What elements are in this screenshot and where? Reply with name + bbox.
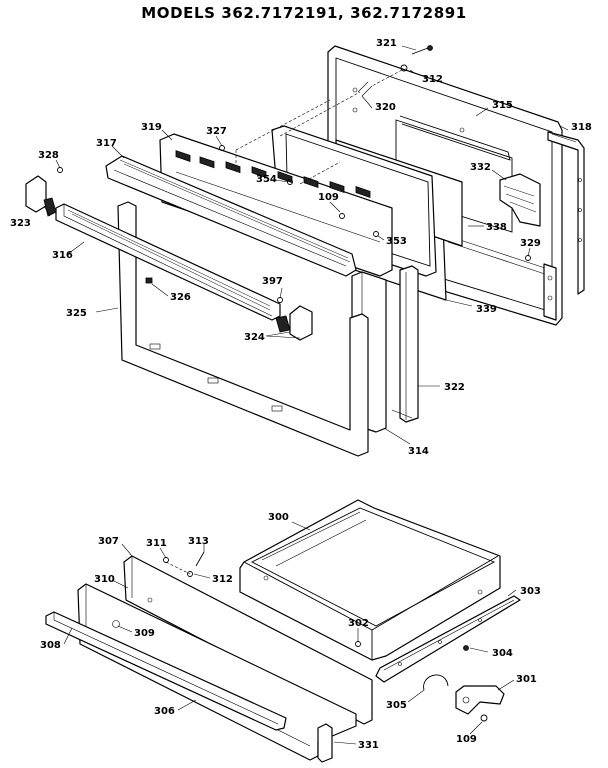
part-323-handle-end-cap	[25, 175, 57, 217]
part-301-roller-bracket	[455, 685, 505, 715]
label-109: 109	[318, 192, 339, 203]
label-306: 306	[154, 706, 175, 717]
part-322-hinge-channel	[391, 265, 419, 423]
part-305-wire-spring	[423, 674, 449, 691]
label-322: 322	[444, 382, 465, 393]
lower-assembly-lines	[165, 561, 191, 575]
label-318: 318	[571, 122, 592, 133]
label-328: 328	[38, 150, 59, 161]
label-313: 313	[188, 536, 209, 547]
label-109-lower: 109	[456, 734, 477, 745]
part-319-vent-panel	[159, 133, 393, 277]
label-309: 309	[134, 628, 155, 639]
label-317: 317	[96, 138, 117, 149]
label-305: 305	[386, 700, 407, 711]
label-397: 397	[262, 276, 283, 287]
diagram-title: MODELS 362.7172191, 362.7172891	[141, 4, 467, 22]
label-327: 327	[206, 126, 227, 137]
label-315: 315	[492, 100, 513, 111]
label-331: 331	[358, 740, 379, 751]
label-312: 312	[422, 74, 443, 85]
lower-fasteners	[163, 551, 488, 722]
upper-assembly-lines	[235, 69, 403, 185]
part-332-bracket	[499, 173, 541, 227]
label-307: 307	[98, 536, 119, 547]
label-324: 324	[244, 332, 265, 343]
label-311: 311	[146, 538, 167, 549]
upper-fasteners	[57, 45, 531, 303]
label-303: 303	[520, 586, 541, 597]
label-308: 308	[40, 640, 61, 651]
part-316-door-handle	[55, 203, 281, 321]
part-324-handle-end-cap	[275, 305, 313, 341]
label-353: 353	[386, 236, 407, 247]
label-310: 310	[94, 574, 115, 585]
label-312-lower: 312	[212, 574, 233, 585]
part-325-door-frame	[117, 201, 369, 457]
label-321: 321	[376, 38, 397, 49]
label-316: 316	[52, 250, 73, 261]
label-319: 319	[141, 122, 162, 133]
label-302: 302	[348, 618, 369, 629]
leader-lines	[43, 45, 569, 745]
part-308-trim-strip	[45, 611, 287, 731]
label-326: 326	[170, 292, 191, 303]
part-labels: 321 312 315 318 320 319 327 317 328 332 …	[10, 38, 592, 751]
label-325: 325	[66, 308, 87, 319]
label-301: 301	[516, 674, 537, 685]
part-331-bracket	[317, 723, 333, 763]
label-314: 314	[408, 446, 429, 457]
label-329: 329	[520, 238, 541, 249]
label-338: 338	[486, 222, 507, 233]
part-300-drawer-body	[239, 499, 501, 661]
label-332: 332	[470, 162, 491, 173]
label-304: 304	[492, 648, 513, 659]
part-318-door-gasket	[547, 131, 585, 295]
part-303-drawer-rail	[375, 595, 521, 683]
label-300: 300	[268, 512, 289, 523]
label-323: 323	[10, 218, 31, 229]
label-339: 339	[476, 304, 497, 315]
label-354: 354	[256, 174, 277, 185]
label-320: 320	[375, 102, 396, 113]
